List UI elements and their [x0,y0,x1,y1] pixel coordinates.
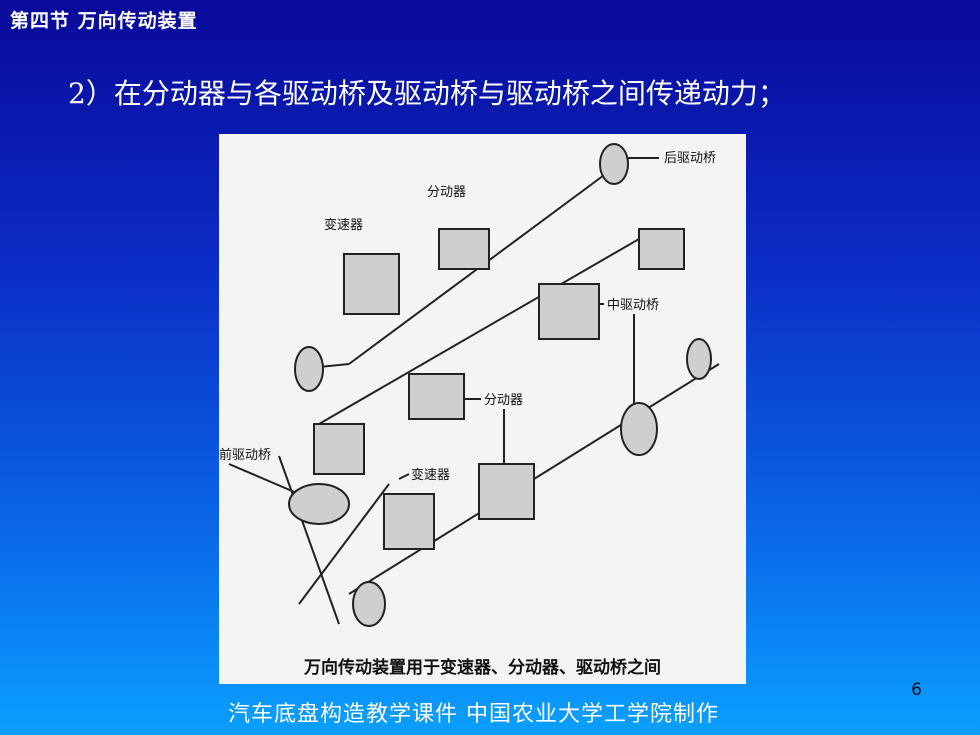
transfer-case-bottom-body [478,463,535,520]
gearbox-top-body [343,253,400,315]
page-number: 6 [911,680,922,700]
label-gearbox-bottom: 变速器 [411,467,450,483]
transfer-case-top-body [438,228,490,270]
label-middle-axle: 中驱动桥 [607,298,659,313]
gearbox-mid-body [313,423,365,475]
label-rear-axle: 后驱动桥 [664,151,716,166]
rear-axle-housing [638,228,685,270]
figure-caption: 万向传动装置用于变速器、分动器、驱动桥之间 [304,658,661,678]
front-axle-differential-bottom [352,581,386,627]
slide-heading: 2）在分动器与各驱动桥及驱动桥与驱动桥之间传递动力； [68,77,786,110]
front-axle-differential-top [294,346,324,392]
label-front-axle: 前驱动桥 [219,447,271,463]
footer: 汽车底盘构造教学课件 中国农业大学工学院制作 [228,702,719,727]
transfer-case-mid-body [408,373,465,420]
label-transfer-case-top: 分动器 [427,185,466,200]
drivetrain-drawing: 后驱动桥 分动器 变速器 中驱动桥 分动器 前驱动桥 变速器 [219,143,720,627]
section-title: 第四节 万向传动装置 [10,10,198,32]
middle-propeller-shaft [318,238,640,425]
rear-axle-differential-bottom [686,338,712,380]
middle-axle-differential-bottom [620,402,658,456]
middle-axle-housing [538,283,600,340]
drivetrain-illustration: 后驱动桥 分动器 变速器 中驱动桥 分动器 前驱动桥 变速器 万向传动装置用于变… [219,134,746,684]
label-gearbox-top: 变速器 [324,217,363,233]
rear-axle-differential [599,143,629,185]
gearbox-bottom-body [383,493,435,550]
front-axle-housing [288,483,350,525]
label-transfer-case-mid: 分动器 [484,393,523,408]
